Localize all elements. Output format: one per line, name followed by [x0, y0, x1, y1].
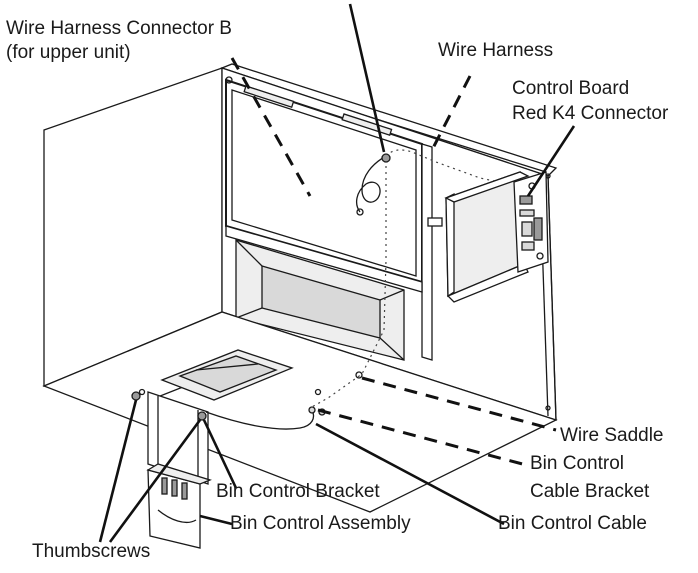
label-bin-control: Bin Control	[530, 453, 624, 474]
leader-wire-harness	[430, 75, 472, 151]
control-box-front	[445, 192, 455, 298]
leader-bin-control-bracket	[202, 419, 238, 489]
label-wire-saddle: Wire Saddle	[560, 425, 664, 446]
leader-wire-saddle	[361, 376, 557, 432]
corner-bolt	[225, 76, 233, 84]
recess-edge-3	[379, 337, 405, 361]
control-box-bottom	[446, 263, 529, 303]
center-post	[421, 143, 433, 361]
leader-harness-connector-b	[230, 57, 312, 197]
leader-bin-control-cable	[315, 422, 505, 526]
leader-thumbscrew-left	[98, 399, 138, 543]
board-screw	[536, 252, 544, 260]
label-thumbscrews: Thumbscrews	[32, 541, 151, 562]
recess-edge-1	[235, 239, 263, 267]
label-bin-control-bracket: Bin Control Bracket	[216, 481, 380, 502]
label-wire-harness: Wire Harness	[438, 40, 554, 61]
assembly-terminal	[161, 477, 168, 495]
assembly-terminal	[181, 482, 188, 500]
board-component	[533, 217, 543, 241]
bin-control-bracket	[147, 391, 209, 485]
wire-harness-route	[385, 149, 519, 187]
recess-edge-2	[379, 289, 405, 301]
red-k4-connector	[519, 195, 533, 205]
upper-opening-inner	[231, 89, 417, 277]
board-component	[519, 209, 535, 217]
label-red-k4-connector: Red K4 Connector	[512, 103, 669, 124]
leader-thumbscrew-right	[108, 419, 202, 543]
wire-saddle-part	[308, 406, 316, 414]
label-control-board: Control Board	[512, 78, 630, 99]
label-harness-connector-b-sub: (for upper unit)	[6, 42, 131, 63]
wire-harness-down	[309, 160, 387, 409]
wire-harness-coil	[355, 155, 387, 213]
mid-rail	[225, 225, 423, 293]
label-cable-bracket: Cable Bracket	[530, 481, 650, 502]
leader-bin-control-assembly	[199, 514, 233, 526]
control-box-tab	[427, 217, 443, 227]
bin-control-cable-path	[205, 409, 315, 430]
top-slot-left	[243, 85, 295, 108]
cutout-line	[195, 363, 259, 371]
leader-top-connector	[348, 3, 386, 153]
label-bin-control-cable: Bin Control Cable	[498, 513, 647, 534]
assembly-curve	[157, 509, 197, 524]
harness-clip	[356, 208, 364, 216]
label-harness-connector-b: Wire Harness Connector B	[6, 18, 232, 39]
assembly-terminal	[171, 479, 178, 497]
connector-b	[381, 153, 391, 163]
recess-edge-4	[235, 307, 263, 319]
control-box-top	[444, 171, 530, 203]
floor-bolt	[314, 388, 322, 396]
board-component	[521, 221, 533, 237]
thumbscrew	[197, 411, 207, 421]
leader-cable-bracket	[317, 408, 531, 468]
bottom-floor	[42, 311, 558, 513]
thumbscrew	[131, 391, 141, 401]
board-component	[521, 241, 535, 251]
corner-bolt	[545, 405, 551, 411]
label-bin-control-assembly: Bin Control Assembly	[230, 513, 411, 534]
right-frame-edge	[547, 175, 557, 421]
floor-bolt	[138, 388, 146, 396]
floor-bolt	[355, 371, 363, 379]
leader-control-board	[526, 125, 576, 197]
